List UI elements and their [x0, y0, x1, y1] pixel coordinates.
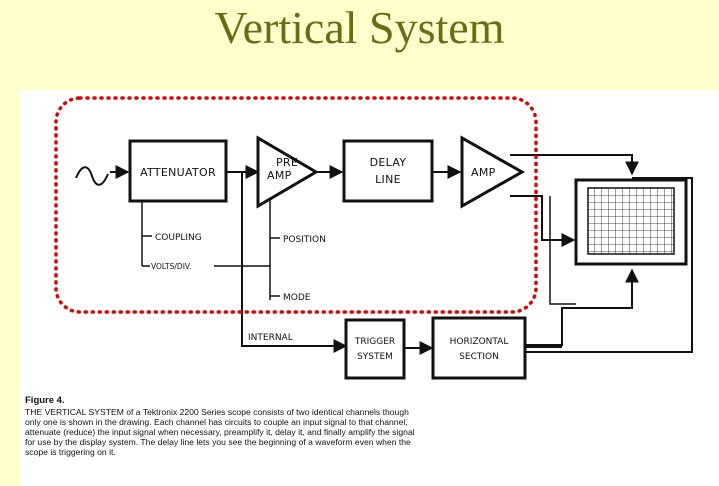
trigger-label-1: TRIGGER: [354, 337, 395, 347]
caption-body: THE VERTICAL SYSTEM of a Tektronix 2200 …: [25, 407, 415, 457]
horizontal-section-block: HORIZONTAL SECTION: [431, 316, 527, 380]
preamp-label-1: PRE: [276, 156, 298, 169]
trigger-system-block: TRIGGER SYSTEM: [344, 318, 406, 380]
horizontal-label-2: SECTION: [459, 352, 499, 362]
trigger-label-2: SYSTEM: [357, 352, 393, 362]
amp-block: AMP: [460, 135, 526, 209]
preamp-block: PRE AMP: [256, 135, 319, 209]
volts-div-label: VOLTS/DIV.: [151, 262, 191, 271]
vertical-system-diagram: ATTENUATOR PRE AMP DELAY LINE AMP: [54, 96, 693, 380]
figure-panel: ATTENUATOR PRE AMP DELAY LINE AMP: [20, 90, 719, 486]
highlight-outline: [54, 96, 538, 314]
delay-label-2: LINE: [375, 173, 401, 186]
figure-caption: Figure 4. THE VERTICAL SYSTEM of a Tektr…: [25, 395, 425, 458]
amp-label: AMP: [471, 166, 496, 179]
attenuator-block: ATTENUATOR: [128, 139, 228, 203]
position-label: POSITION: [283, 235, 326, 245]
slide-title: Vertical System: [214, 2, 505, 53]
internal-label: INTERNAL: [248, 333, 293, 343]
delay-line-block: DELAY LINE: [342, 139, 434, 203]
input-signal-icon: [75, 166, 109, 186]
mode-label: MODE: [283, 293, 311, 303]
horizontal-label-1: HORIZONTAL: [450, 337, 509, 347]
preamp-label-2: AMP: [267, 169, 292, 182]
coupling-label: COUPLING: [155, 233, 202, 243]
attenuator-label: ATTENUATOR: [140, 166, 216, 179]
caption-heading: Figure 4.: [25, 395, 65, 406]
crt-display-icon: [574, 178, 688, 266]
delay-label-1: DELAY: [370, 156, 407, 169]
